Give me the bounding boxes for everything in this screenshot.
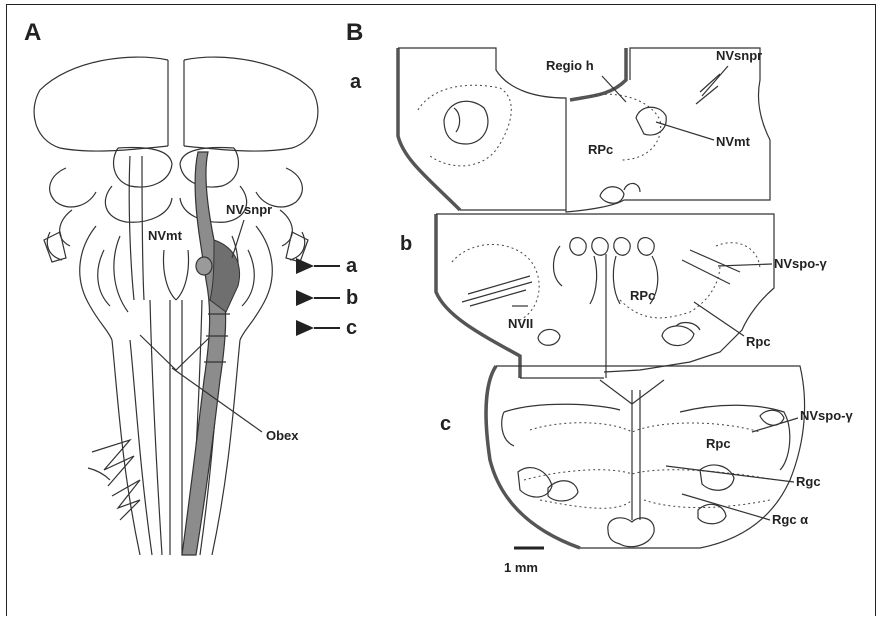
section-c-letter: c	[440, 413, 451, 435]
nvspo-gamma-label-c: NVspo-γ	[800, 408, 854, 423]
level-arrow-a-label: a	[346, 255, 358, 277]
scale-bar-label: 1 mm	[504, 560, 538, 575]
level-arrow-b-label: b	[346, 287, 358, 309]
nvii-label: NVII	[508, 316, 533, 331]
nvsnpr-region	[210, 240, 240, 312]
section-c	[486, 366, 805, 548]
nvmt-nucleus	[196, 257, 212, 275]
rpc-label-b: RPc	[630, 288, 655, 303]
rgc-label: Rgc	[796, 474, 821, 489]
section-b-letter: b	[400, 233, 412, 255]
nvsnpr-label: NVsnpr	[226, 202, 272, 217]
obex-label: Obex	[266, 428, 299, 443]
rpc-label-a: RPc	[588, 142, 613, 157]
nvsnpr-label-b: NVsnpr	[716, 48, 762, 63]
panel-b-letter: B	[346, 19, 363, 46]
section-b	[436, 214, 774, 378]
rpc-label-c: Rpc	[706, 436, 731, 451]
rpc-label-b2: Rpc	[746, 334, 771, 349]
nvspo-gamma-label-b: NVspo-γ	[774, 256, 828, 271]
panel-a-letter: A	[24, 19, 41, 46]
section-a-letter: a	[350, 71, 362, 93]
rgc-alpha-label: Rgc α	[772, 512, 808, 527]
level-arrow-c-label: c	[346, 317, 357, 339]
regio-h-label: Regio h	[546, 58, 594, 73]
nvmt-label: NVmt	[148, 228, 183, 243]
nvmt-label-b: NVmt	[716, 134, 751, 149]
brainstem-drawing	[34, 57, 318, 555]
